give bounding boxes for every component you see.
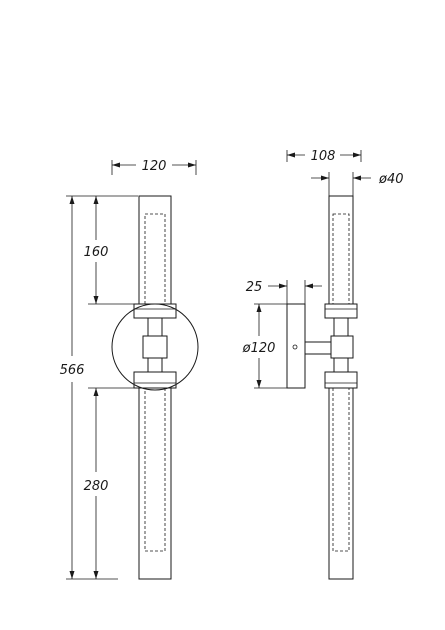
front-width-dimension: 120: [111, 159, 197, 175]
side-screw: [292, 344, 298, 350]
side-lower-neck: [333, 357, 349, 373]
side-lower-collar: [324, 371, 358, 389]
side-plate-thickness-dimension: 25: [246, 280, 322, 304]
side-wall-plate: [286, 303, 306, 389]
front-width-label: 120: [142, 159, 167, 174]
front-wall-plate: [111, 303, 199, 391]
side-plate-diameter-label: ø120: [242, 341, 276, 356]
side-tube-diameter-dimension: ø40: [311, 172, 404, 196]
front-center-connector: [142, 335, 168, 359]
front-total-height-dimension: 566: [60, 195, 138, 580]
front-lower-tube-inner: [144, 387, 166, 552]
side-plate-thickness-label: 25: [246, 280, 263, 295]
front-upper-tube-inner: [144, 213, 166, 305]
front-lower-neck: [147, 357, 163, 373]
side-tube-diameter-label: ø40: [378, 172, 404, 187]
side-plate-diameter-dimension: ø120: [242, 303, 287, 389]
side-lower-tube-inner: [332, 387, 350, 552]
side-depth-label: 108: [311, 149, 336, 164]
front-upper-tube: [138, 195, 172, 305]
front-lower-dimension: 280: [84, 387, 134, 579]
side-upper-neck: [333, 317, 349, 337]
front-upper-label: 160: [84, 245, 109, 260]
side-depth-dimension: 108: [286, 149, 362, 164]
front-lower-collar: [133, 371, 177, 389]
front-upper-neck: [147, 317, 163, 337]
front-view: 120 566 160 280: [60, 159, 199, 580]
front-lower-tube: [138, 387, 172, 580]
front-upper-dimension: 160: [84, 196, 134, 305]
side-upper-tube-inner: [332, 213, 350, 305]
front-total-height-label: 566: [60, 363, 85, 378]
side-center-connector: [330, 335, 354, 359]
side-upper-collar: [324, 303, 358, 319]
side-view: 108 ø40 25: [242, 149, 404, 580]
side-arm: [304, 341, 332, 355]
front-lower-label: 280: [84, 479, 109, 494]
